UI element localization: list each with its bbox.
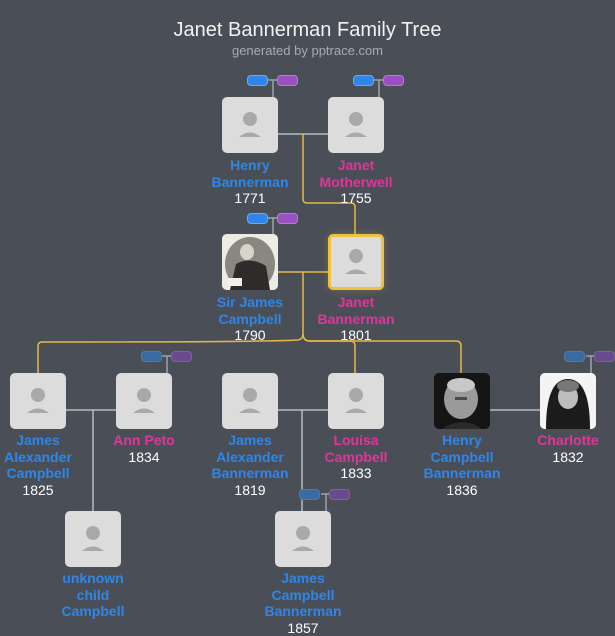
portrait-photo [434, 373, 490, 429]
person-label: Henry Bannerman 1771 [211, 157, 289, 206]
person-label: Charlotte 1832 [537, 432, 599, 465]
show-father-toggle[interactable] [353, 75, 374, 86]
show-mother-toggle[interactable] [329, 489, 350, 500]
person-placeholder-icon [82, 526, 104, 551]
person-card-unknown-child-campbell[interactable] [65, 511, 121, 567]
person-label: Louisa Campbell 1833 [324, 432, 388, 481]
person-placeholder-icon [27, 388, 49, 413]
portrait-photo [540, 373, 596, 429]
person-placeholder-icon [345, 388, 367, 413]
person-placeholder-icon [133, 388, 155, 413]
person-card-james-alexander-bannerman[interactable] [222, 373, 278, 429]
show-father-toggle[interactable] [247, 75, 268, 86]
person-card-james-campbell-bannerman[interactable] [275, 511, 331, 567]
portrait-photo [222, 234, 278, 290]
person-label: James Campbell Bannerman 1857 [264, 570, 342, 636]
show-father-toggle[interactable] [141, 351, 162, 362]
person-label: Janet Bannerman 1801 [317, 294, 395, 343]
show-father-toggle[interactable] [299, 489, 320, 500]
person-placeholder-icon [345, 112, 367, 137]
person-placeholder-icon [345, 249, 367, 274]
person-card-janet-motherwell[interactable] [328, 97, 384, 153]
show-father-toggle[interactable] [247, 213, 268, 224]
person-label: Ann Peto 1834 [113, 432, 175, 465]
show-mother-toggle[interactable] [277, 75, 298, 86]
person-label: Sir James Campbell 1790 [216, 294, 284, 343]
person-placeholder-icon [292, 526, 314, 551]
person-card-louisa-campbell[interactable] [328, 373, 384, 429]
person-card-henry-campbell-bannerman[interactable] [434, 373, 490, 429]
person-label: unknown child Campbell [61, 570, 125, 619]
person-card-ann-peto[interactable] [116, 373, 172, 429]
person-label: James Alexander Bannerman 1819 [211, 432, 289, 498]
show-mother-toggle[interactable] [171, 351, 192, 362]
person-placeholder-icon [239, 388, 261, 413]
person-card-janet-bannerman[interactable] [328, 234, 384, 290]
show-mother-toggle[interactable] [594, 351, 615, 362]
person-card-james-alexander-campbell[interactable] [10, 373, 66, 429]
person-label: Janet Motherwell 1755 [319, 157, 393, 206]
person-card-charlotte[interactable] [540, 373, 596, 429]
person-label: James Alexander Campbell 1825 [4, 432, 72, 498]
show-mother-toggle[interactable] [277, 213, 298, 224]
page-subtitle: generated by pptrace.com [231, 43, 384, 58]
show-father-toggle[interactable] [564, 351, 585, 362]
person-label: Henry Campbell Bannerman 1836 [423, 432, 501, 498]
show-mother-toggle[interactable] [383, 75, 404, 86]
person-placeholder-icon [239, 112, 261, 137]
person-card-sir-james-campbell[interactable] [222, 234, 278, 290]
page-title: Janet Bannerman Family Tree [173, 19, 442, 41]
person-card-henry-bannerman[interactable] [222, 97, 278, 153]
